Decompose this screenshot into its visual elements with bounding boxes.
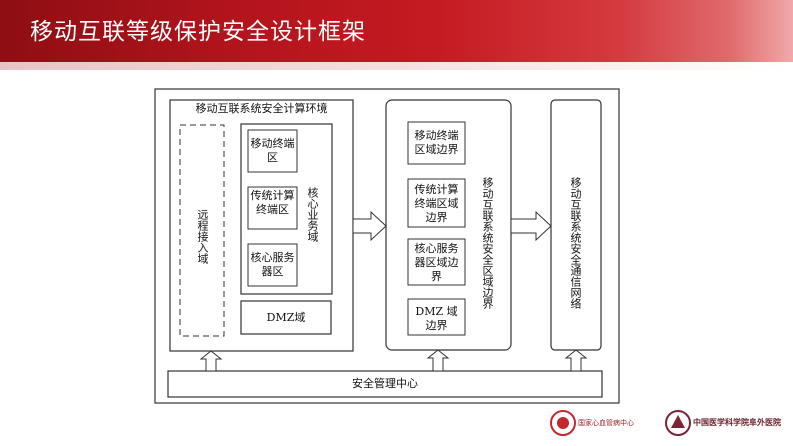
logo2-name: 中国医学科学院阜外医院 (693, 418, 781, 427)
mobile-terminal-label: 移动终端区 (250, 137, 295, 164)
mobile-boundary-label: 移动终端区域边界 (414, 129, 459, 156)
arrow-boundary-to-network (510, 210, 552, 242)
page-title: 移动互联等级保护安全设计框架 (30, 19, 366, 45)
traditional-terminal-label: 传统计算终端区 (250, 189, 295, 216)
traditional-boundary-box (407, 178, 466, 228)
management-title: 安全管理中心 (352, 377, 418, 390)
title-banner (0, 0, 793, 62)
core-server-box (247, 243, 298, 287)
logo1-core (557, 417, 569, 429)
arrow-up-env (199, 350, 223, 372)
logo1-name: 国家心血管病中心 (578, 419, 634, 427)
logo2-core (671, 415, 685, 428)
remote-access-box (179, 124, 225, 337)
dmz-boundary-box (407, 298, 466, 336)
dmz-label: DMZ域 (266, 311, 306, 324)
core-server-boundary-label: 核心服务器区域边界 (414, 242, 459, 283)
traditional-boundary-label: 传统计算终端区域边界 (414, 183, 459, 224)
traditional-terminal-box (247, 186, 298, 230)
network-title: 移动互联系统安全通信网络 (569, 177, 582, 309)
arrow-up-network (564, 349, 588, 372)
arrow-up-boundary (426, 349, 450, 372)
title-banner-stripe (0, 62, 793, 70)
dmz-box (240, 300, 332, 335)
core-server-boundary-box (407, 238, 466, 286)
core-server-label: 核心服务器区 (250, 251, 295, 278)
arrow-env-to-boundary (352, 210, 387, 242)
management-box (167, 370, 603, 398)
remote-access-label: 远程接入域 (196, 208, 209, 264)
core-business-label: 核心业务域 (306, 186, 319, 242)
mobile-terminal-box (247, 129, 298, 173)
compute-env-title: 移动互联系统安全计算环境 (195, 102, 328, 115)
boundary-title: 移动互联系统安全区域边界 (481, 177, 494, 309)
mobile-boundary-box (407, 121, 466, 165)
dmz-boundary-label: DMZ 域边界 (415, 305, 458, 332)
